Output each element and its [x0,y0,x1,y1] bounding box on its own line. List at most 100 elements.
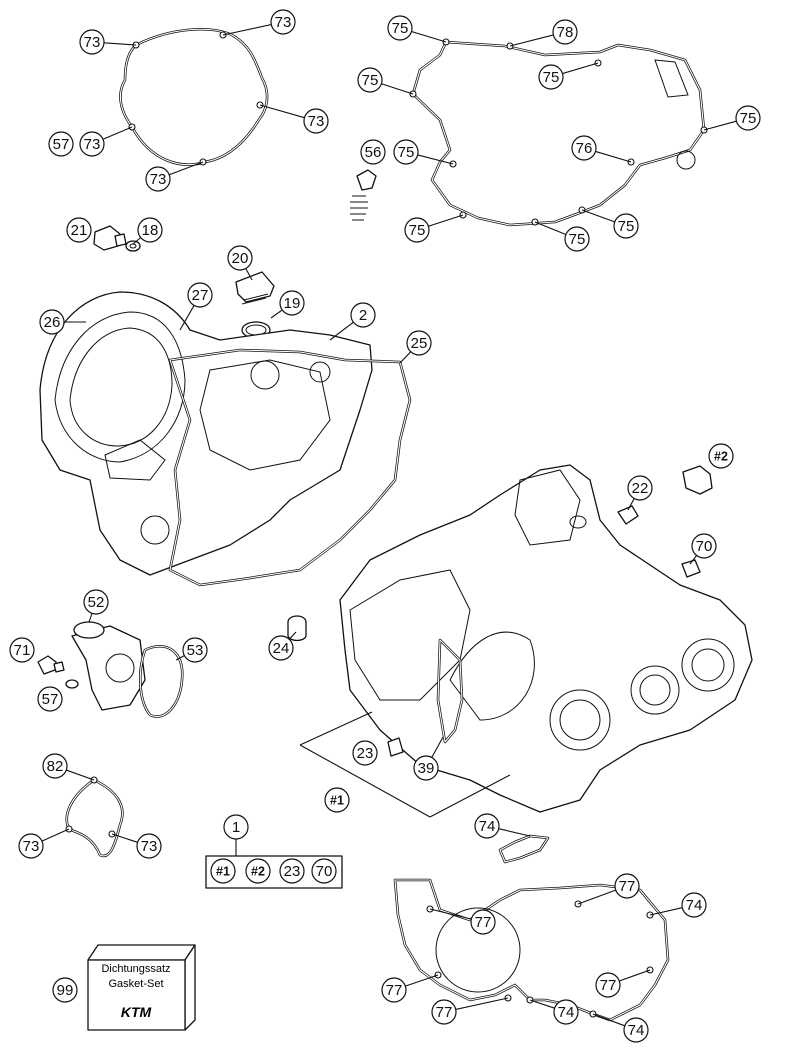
callout-label: 73 [23,838,40,855]
leader-line [411,30,447,43]
leader-line [649,907,683,916]
callout-75: 75 [703,105,761,131]
leader-line [270,309,283,319]
leader-line [562,62,599,75]
gasket-set-box: Dichtungssatz Gasket-Set KTM [87,944,196,1031]
callout-label: 73 [84,136,101,153]
washer-57-part [65,679,79,689]
callout-label: 82 [47,758,64,775]
leader-line [102,126,133,140]
leader-line [455,997,509,1010]
leader-line [399,351,412,364]
callout-label: 75 [392,20,409,37]
callout-label: 39 [418,760,435,777]
callout-24: 24 [268,631,297,661]
callout-26: 26 [39,309,86,335]
callout-label: 74 [558,1004,575,1021]
callout-label: 52 [88,594,105,611]
callout-circle [470,909,496,935]
callout-76: 76 [571,135,632,163]
leader-line [428,214,464,227]
callout-circle [268,635,294,661]
callout-74: 74 [592,1013,649,1043]
callout-label: 70 [696,538,713,555]
leader-line [175,655,185,661]
crankcase-part [339,464,753,813]
callout-circle [474,813,500,839]
ignition-cover-gasket [119,27,269,166]
callout-74: 74 [529,999,579,1025]
callout-circle [210,858,236,884]
callout-circle [227,245,253,271]
callout-label: 23 [357,745,374,762]
callout-circle [48,131,74,157]
callout-label: 77 [475,914,492,931]
clip-74-part [498,834,550,864]
crankcase-gasket [393,878,670,1022]
callout-circle [182,637,208,663]
callout-circle [223,814,249,840]
leader-line [66,769,95,781]
callout-75: 75 [404,214,464,243]
callout-circle [145,166,171,192]
clutch-cover-gasket [409,38,708,227]
callout-82: 82 [42,753,95,781]
leader-line [509,34,554,47]
callout-circle [708,443,734,469]
bushing-24-part [287,615,307,642]
callout-label: 70 [316,863,333,880]
sleeve-70-part [681,559,701,578]
callout-circle [279,290,305,316]
callout-73: 73 [222,9,296,36]
callout-label: 19 [284,295,301,312]
callout-circle [83,589,109,615]
leader-line [405,974,439,987]
callout-circle [279,858,305,884]
leader-line [619,969,651,982]
callout-circle [735,105,761,131]
leader-line [627,498,635,511]
leader-line [381,83,414,95]
callout-75: 75 [393,139,454,165]
leader-line [689,555,698,565]
callout-1: 1 [223,814,249,840]
callout-label: 76 [576,140,593,157]
bolt-hash2-part [682,465,713,495]
callout-hash2: #2 [708,443,734,469]
callout-25: 25 [399,330,432,364]
leader-line [41,828,70,842]
leader-line [88,613,93,623]
leader-line [222,24,272,36]
callout-circle [431,999,457,1025]
callout-label: 57 [53,136,70,153]
callout-label: 25 [411,335,428,352]
callout-label: 73 [308,113,325,130]
callout-circle [37,686,63,712]
callout-73: 73 [145,161,204,192]
leader-line [288,631,297,640]
callout-circle [681,892,707,918]
leader-line [329,321,354,341]
callout-label: 77 [619,878,636,895]
callout-circle [595,972,621,998]
callout-18: 18 [132,217,163,245]
callout-circle [350,302,376,328]
callout-70: 70 [689,533,717,565]
callout-75: 75 [357,67,414,95]
callout-circle [18,833,44,859]
callout-circle [66,217,92,243]
callout-label: 77 [386,982,403,999]
callout-circle [311,858,337,884]
callout-77: 77 [381,974,439,1003]
callout-circle [404,217,430,243]
callout-73: 73 [79,126,133,157]
leader-line [429,908,472,920]
callout-hash2: #2 [245,858,271,884]
callout-circle [623,1017,649,1043]
cover-gasket-part [168,348,412,587]
callout-circle [303,108,329,134]
callout-73: 73 [79,29,137,55]
callout-circle [136,833,162,859]
gasket-box-line2: Gasket-Set [108,978,163,990]
